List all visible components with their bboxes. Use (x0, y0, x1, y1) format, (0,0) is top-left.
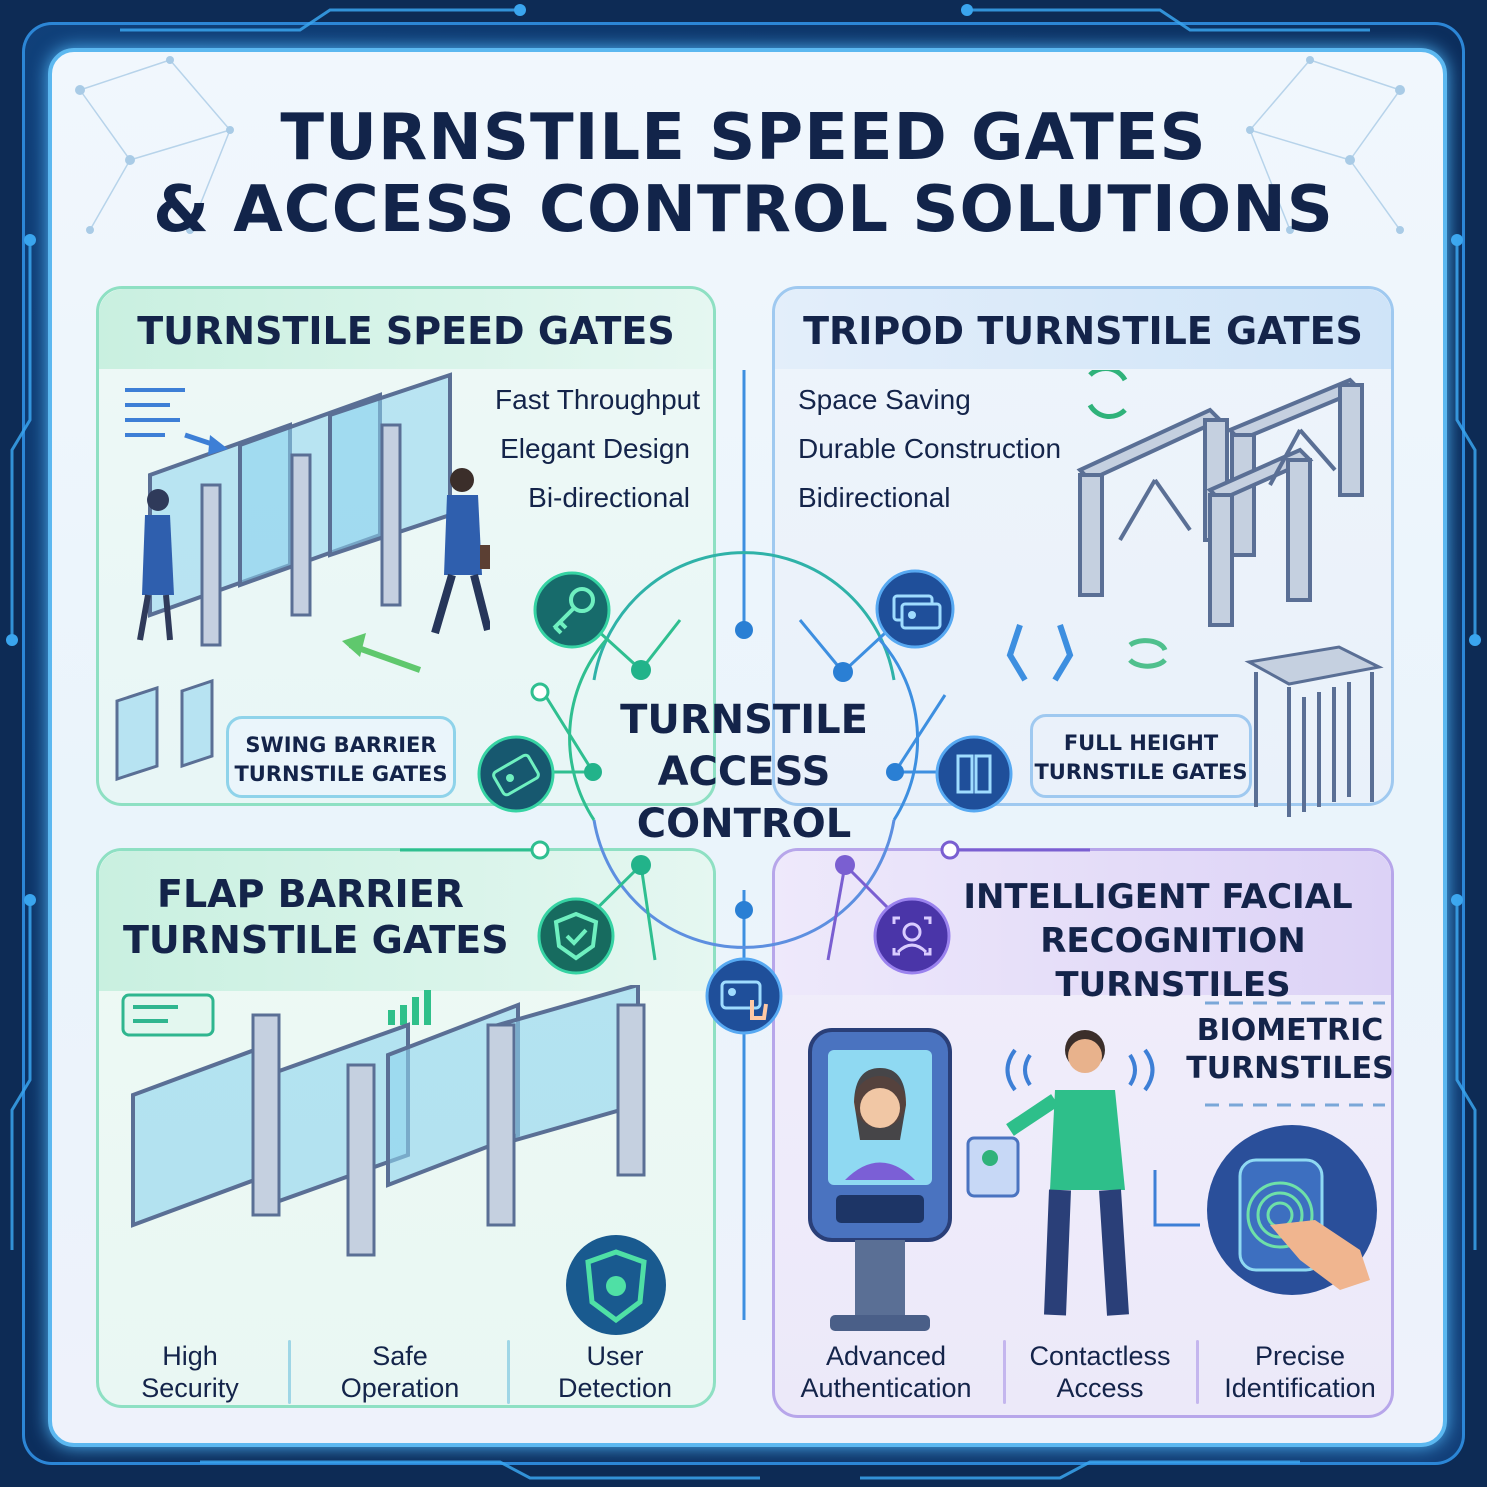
tripod-gate-illustration (1076, 370, 1364, 627)
flap-feature-1-line2: Security (141, 1373, 239, 1403)
shield-check-icon (537, 897, 615, 975)
speed-gate-illustration (125, 372, 490, 673)
access-card-icon (477, 735, 555, 813)
badge-hand-icon (705, 957, 783, 1035)
full-height-caption: FULL HEIGHT TURNSTILE GATES (1030, 714, 1252, 798)
flap-feature-3: User Detection (530, 1340, 700, 1404)
biometric-dash-top (1205, 1001, 1385, 1005)
facial-feature-2-line2: Access (1056, 1373, 1144, 1403)
biometric-line1: BIOMETRIC (1196, 1013, 1384, 1048)
flap-feature-3-line2: Detection (557, 1373, 673, 1403)
facial-feature-3: Precise Identification (1205, 1340, 1395, 1404)
flap-heading-line1: FLAP BARRIER (157, 872, 464, 916)
facial-feature-3-line1: Precise (1254, 1341, 1346, 1371)
main-title-line1: TURNSTILE SPEED GATES (280, 101, 1207, 175)
full-height-line1: FULL HEIGHT (1063, 731, 1219, 755)
facial-feature-3-line2: Identification (1224, 1373, 1376, 1403)
facial-heading-line1: INTELLIGENT FACIAL (963, 877, 1353, 917)
tripod-feature-3: Bidirectional (798, 482, 951, 513)
swing-barrier-caption: SWING BARRIER TURNSTILE GATES (226, 716, 456, 798)
facial-recognition-illustration (808, 1028, 1377, 1331)
key-icon (533, 571, 611, 649)
facial-separator-2 (1196, 1340, 1199, 1404)
facial-heading-line2: RECOGNITION TURNSTILES (1040, 921, 1306, 1005)
speed-gates-heading: TURNSTILE SPEED GATES (99, 289, 713, 369)
flap-feature-1: High Security (110, 1340, 270, 1404)
flap-feature-2-line2: Operation (340, 1373, 460, 1403)
speed-feature-2: Elegant Design (500, 433, 690, 464)
flap-heading-line2: TURNSTILE GATES (123, 918, 509, 962)
hub-line2: ACCESS (657, 749, 831, 795)
shield-dot-icon (566, 1235, 666, 1335)
biometric-line2: TURNSTILES (1186, 1051, 1394, 1086)
face-scan-icon (873, 897, 951, 975)
server-rack-icon (935, 735, 1013, 813)
flap-separator-2 (507, 1340, 510, 1404)
tripod-feature-1: Space Saving (798, 384, 971, 415)
tripod-gates-heading: TRIPOD TURNSTILE GATES (775, 289, 1391, 369)
flap-feature-3-line1: User (586, 1341, 644, 1371)
facial-feature-1: Advanced Authentication (786, 1340, 986, 1404)
network-decoration (75, 56, 1405, 234)
flap-feature-2-line1: Safe (372, 1341, 428, 1371)
flap-feature-2: Safe Operation (310, 1340, 490, 1404)
swing-barrier-line1: SWING BARRIER (245, 733, 437, 757)
hub-line3: CONTROL (636, 801, 852, 847)
full-height-turnstile-illustration (1244, 645, 1384, 817)
biometric-caption: BIOMETRIC TURNSTILES (1185, 1012, 1395, 1088)
facial-feature-1-line2: Authentication (800, 1373, 972, 1403)
hub-line1: TURNSTILE (620, 697, 868, 743)
flap-barrier-illustration (121, 985, 646, 1257)
hub-title: TURNSTILE ACCESS CONTROL (594, 694, 894, 850)
tripod-feature-2: Durable Construction (798, 433, 1062, 464)
full-height-line2: TURNSTILE GATES (1034, 760, 1248, 784)
facial-separator-1 (1003, 1340, 1006, 1404)
rotation-arrows-icon (1006, 624, 1168, 682)
facial-feature-2: Contactless Access (1015, 1340, 1185, 1404)
flap-separator-1 (288, 1340, 291, 1404)
swing-barrier-illustration (115, 678, 214, 782)
facial-feature-1-line1: Advanced (825, 1341, 947, 1371)
biometric-dash-bottom (1205, 1103, 1385, 1107)
id-card-icon (875, 569, 955, 649)
facial-feature-2-line1: Contactless (1029, 1341, 1171, 1371)
flap-feature-1-line1: High (162, 1341, 218, 1371)
speed-feature-1: Fast Throughput (495, 384, 700, 415)
speed-feature-3: Bi-directional (528, 482, 690, 513)
main-title-line2: & ACCESS CONTROL SOLUTIONS (153, 173, 1334, 247)
swing-barrier-line2: TURNSTILE GATES (234, 762, 448, 786)
